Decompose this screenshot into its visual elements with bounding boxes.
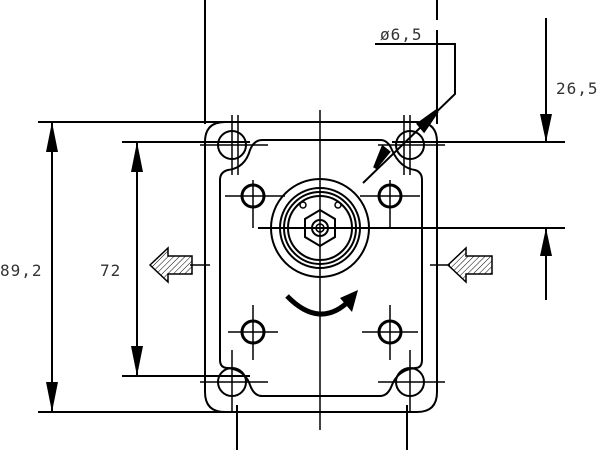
hole-diameter-leader <box>362 43 456 184</box>
dimension-overall-height <box>46 122 58 412</box>
inlet-arrow-icon <box>148 246 193 284</box>
dimension-shaft-offset <box>540 18 552 300</box>
extension-lines <box>38 0 565 450</box>
rotation-direction-arrow-icon <box>285 290 358 317</box>
hole-bottom-right <box>378 350 445 412</box>
housing-outline <box>204 121 438 413</box>
dimension-label-bolt-spacing: 72 <box>100 261 121 280</box>
dimension-label-shaft-offset: 26,5 <box>556 79 599 98</box>
dimension-bolt-spacing <box>131 142 143 376</box>
drive-shaft <box>270 178 370 278</box>
hole-top-right <box>378 115 445 175</box>
hole-top-left <box>200 115 268 175</box>
corner-mounting-holes <box>200 115 445 412</box>
dimension-label-overall-height: 89,2 <box>0 261 43 280</box>
hole-bottom-left <box>200 350 268 412</box>
inner-threaded-holes <box>225 180 420 360</box>
dimension-label-hole-diameter: ø6,5 <box>380 25 423 44</box>
outlet-arrow-icon <box>446 246 493 284</box>
